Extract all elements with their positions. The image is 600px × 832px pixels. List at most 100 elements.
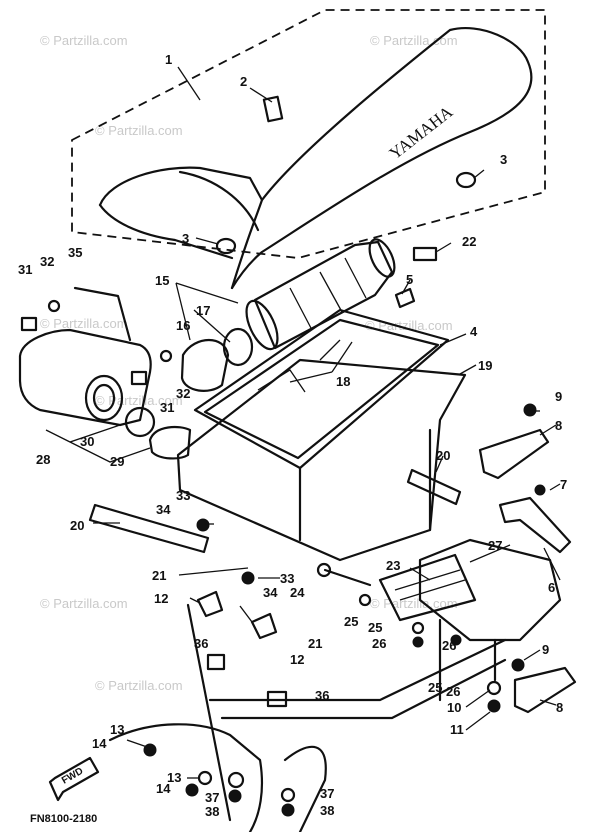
callout-label: 32 <box>176 386 190 401</box>
callout-label: 16 <box>176 318 190 333</box>
bolt-head-part <box>316 562 332 578</box>
callout-label: 3 <box>500 152 507 167</box>
clip-part <box>266 690 288 708</box>
washer-part <box>280 787 296 803</box>
washer-part <box>358 593 372 607</box>
callout-label: 6 <box>548 580 555 595</box>
nut-part <box>47 299 61 313</box>
callout-label: 38 <box>205 804 219 819</box>
callout-labels: 1 2 3 3 4 5 6 7 8 8 9 9 10 11 12 12 13 1… <box>18 52 567 819</box>
nut-part <box>450 634 462 646</box>
callout-label: 36 <box>194 636 208 651</box>
callout-label: 8 <box>555 418 562 433</box>
callout-label: 14 <box>156 781 171 796</box>
air-box-part <box>176 308 467 562</box>
callout-label: 25 <box>344 614 358 629</box>
nut-part <box>185 783 199 797</box>
damper-part <box>455 171 477 189</box>
callout-label: 11 <box>450 722 464 737</box>
fwd-label: FWD <box>60 766 85 787</box>
callout-label: 35 <box>68 245 82 260</box>
nut-part <box>412 636 424 648</box>
callout-label: 26 <box>372 636 386 651</box>
callout-label: 23 <box>386 558 400 573</box>
callout-label: 25 <box>368 620 382 635</box>
callout-label: 38 <box>320 803 334 818</box>
callout-label: 3 <box>182 231 189 246</box>
callout-label: 20 <box>70 518 84 533</box>
callout-label: 2 <box>240 74 247 89</box>
watermark-text: © Partzilla.com <box>95 123 183 138</box>
nut-part <box>159 349 173 363</box>
strip-part <box>406 468 462 506</box>
callout-label: 5 <box>406 272 413 287</box>
nut-part <box>241 571 255 585</box>
nut-part <box>228 789 242 803</box>
watermark-text: © Partzilla.com <box>95 678 183 693</box>
watermark-text: © Partzilla.com <box>370 33 458 48</box>
tank-part <box>18 328 152 427</box>
callout-label: 31 <box>18 262 32 277</box>
callout-label: 7 <box>560 477 567 492</box>
nut-part <box>487 699 501 713</box>
callout-label: 24 <box>290 585 305 600</box>
watermark-text: © Partzilla.com <box>365 318 453 333</box>
watermark-text: © Partzilla.com <box>370 596 458 611</box>
clip-part <box>196 590 224 618</box>
watermark-text: © Partzilla.com <box>40 33 128 48</box>
latch-part <box>498 496 572 554</box>
nut-part <box>281 803 295 817</box>
callout-label: 12 <box>290 652 304 667</box>
hull-part <box>378 538 562 642</box>
seat-strap-part <box>262 95 284 123</box>
callout-label: 17 <box>196 303 210 318</box>
washer-part <box>197 770 213 786</box>
callout-label: 13 <box>110 722 124 737</box>
callout-label: 30 <box>80 434 94 449</box>
callout-label: 20 <box>436 448 450 463</box>
fwd-arrow-icon: FWD <box>48 756 100 802</box>
callout-label: 10 <box>447 700 461 715</box>
bolt-part <box>534 484 546 496</box>
callout-label: 1 <box>165 52 172 67</box>
filter-part <box>148 425 192 460</box>
seal-part <box>124 406 156 438</box>
callout-label: 33 <box>280 571 294 586</box>
strip-part <box>88 503 210 554</box>
clip-part <box>250 612 278 640</box>
clip-part <box>412 246 438 262</box>
callout-label: 13 <box>167 770 181 785</box>
callout-label: 28 <box>36 452 50 467</box>
frame-part <box>108 603 507 832</box>
callout-label: 37 <box>205 790 219 805</box>
figure-code: FN8100-2180 <box>30 813 97 825</box>
callout-label: 25 <box>428 680 442 695</box>
bracket-part <box>20 316 38 332</box>
hose-part <box>73 286 132 342</box>
callout-label: 19 <box>478 358 492 373</box>
nut-part <box>196 518 210 532</box>
filter-part <box>180 339 230 392</box>
bolt-part <box>511 658 525 672</box>
callout-label: 21 <box>152 568 166 583</box>
callout-label: 9 <box>555 389 562 404</box>
callout-label: 8 <box>556 700 563 715</box>
callout-label: 32 <box>40 254 54 269</box>
callout-label: 14 <box>92 736 107 751</box>
hook-part <box>513 666 577 714</box>
callout-label: 15 <box>155 273 169 288</box>
seat-cover: YAMAHA <box>98 27 533 290</box>
callout-label: 34 <box>263 585 278 600</box>
clip-part <box>394 287 416 309</box>
watermark-group: © Partzilla.com © Partzilla.com © Partzi… <box>40 33 458 693</box>
damper-part <box>215 237 237 255</box>
callout-label: 12 <box>154 591 168 606</box>
bracket-part <box>130 370 148 386</box>
callout-label: 29 <box>110 454 124 469</box>
hook-part <box>478 428 550 480</box>
callout-label: 34 <box>156 502 171 517</box>
washer-part <box>227 771 245 789</box>
intake-duct-part <box>245 238 396 351</box>
clip-part <box>206 653 226 671</box>
